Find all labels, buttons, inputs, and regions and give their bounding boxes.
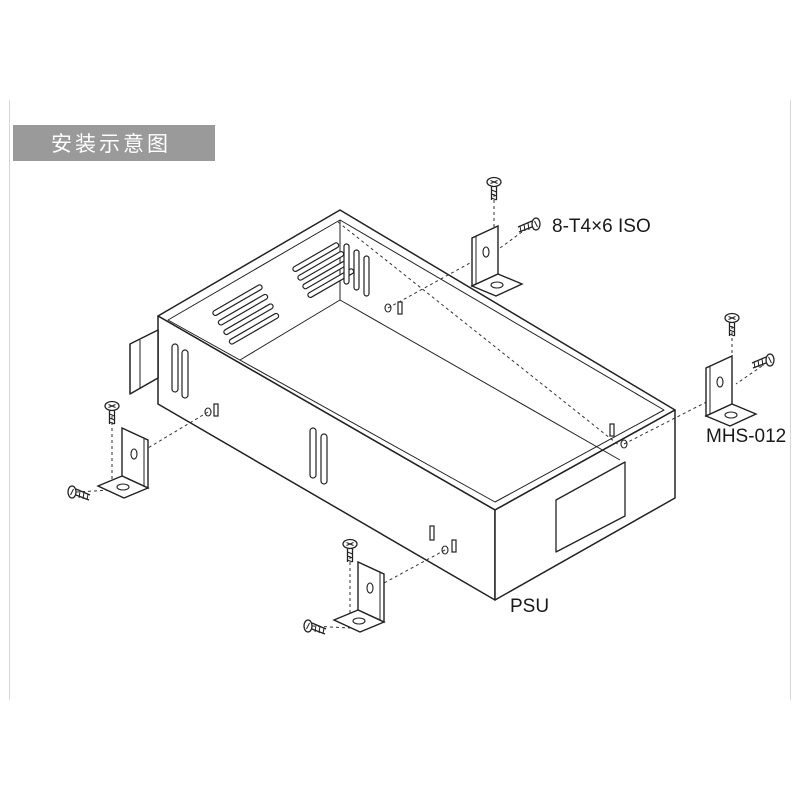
screw-icon xyxy=(303,619,327,635)
mounting-bracket-icon xyxy=(471,225,523,297)
screw-spec-label: 8-T4×6 ISO xyxy=(552,216,651,237)
screw-icon xyxy=(67,485,91,501)
mounting-bracket-icon xyxy=(705,355,757,427)
screw-icon xyxy=(751,353,775,369)
mounting-bracket-icon xyxy=(97,427,149,499)
title-bar: 安装示意图 xyxy=(13,125,215,161)
psu-enclosure xyxy=(129,209,676,601)
psu-side-face xyxy=(494,409,676,601)
bracket-model-label: MHS-012 xyxy=(706,426,786,447)
psu-label: PSU xyxy=(510,596,549,617)
page-title: 安装示意图 xyxy=(51,132,171,156)
psu-left-tab xyxy=(129,329,159,395)
frame-left-border xyxy=(9,100,10,700)
frame-right-border xyxy=(790,100,791,700)
screw-icon xyxy=(517,217,541,233)
screw-icon xyxy=(104,400,120,425)
mounting-bracket-icon xyxy=(333,561,385,633)
vent-slots xyxy=(171,242,615,553)
